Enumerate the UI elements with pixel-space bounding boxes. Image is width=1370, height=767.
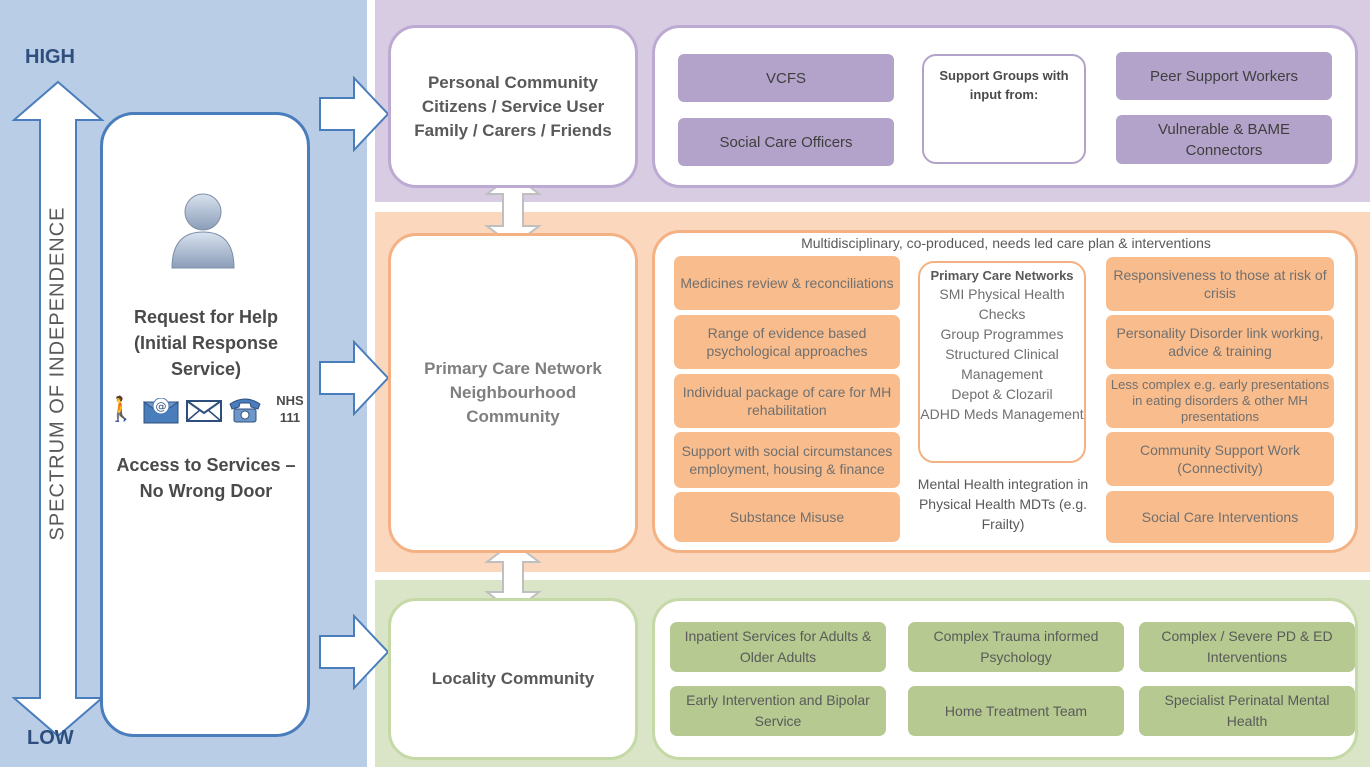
support-groups-text: Support Groups with input from: <box>939 68 1069 102</box>
crisis-responsiveness-box: Responsiveness to those at risk of crisi… <box>1106 257 1334 311</box>
locality-community-card: Locality Community <box>388 598 638 760</box>
spectrum-low-label: LOW <box>27 727 74 749</box>
social-care-officers-box: Social Care Officers <box>678 118 894 166</box>
primary-care-networks-box: Primary Care Networks SMI Physical Healt… <box>918 261 1086 463</box>
arrow-to-primary <box>319 340 390 416</box>
personal-title-line-2: Citizens / Service User <box>421 96 605 116</box>
early-intervention-box: Early Intervention and Bipolar Service <box>670 686 886 736</box>
primary-care-network-card: Primary Care Network Neighbourhood Commu… <box>388 233 638 553</box>
pcn-item: Depot & Clozaril <box>951 386 1053 402</box>
pcn-title: Primary Care Networks <box>930 268 1074 283</box>
personal-community-card: Personal Community Citizens / Service Us… <box>388 25 638 188</box>
inpatient-services-box: Inpatient Services for Adults & Older Ad… <box>670 622 886 672</box>
support-groups-box: Support Groups with input from: <box>922 54 1086 164</box>
mh-integration-text: Mental Health integration in Physical He… <box>917 476 1089 532</box>
nhs-number: 111 <box>279 410 301 425</box>
medicines-review-box: Medicines review & reconciliations <box>674 256 900 310</box>
pcn-item: Group Programmes <box>940 326 1064 342</box>
access-to-services-text: Access to Services – No Wrong Door <box>116 455 296 501</box>
nhs-text: NHS <box>276 393 304 408</box>
telephone-icon <box>229 398 261 423</box>
primary-title-line-2: Neighbourhood <box>449 383 577 402</box>
spectrum-high-label: HIGH <box>25 46 75 68</box>
less-complex-box: Less complex e.g. early presentations in… <box>1106 374 1334 428</box>
psychological-approaches-box: Range of evidence based psychological ap… <box>674 315 900 369</box>
person-icon <box>171 193 235 269</box>
home-treatment-team-box: Home Treatment Team <box>908 686 1124 736</box>
spectrum-axis-label: SPECTRUM OF INDEPENDENCE <box>46 206 69 541</box>
peer-support-workers-box: Peer Support Workers <box>1116 52 1332 100</box>
social-care-interventions-box: Social Care Interventions <box>1106 491 1334 543</box>
arrow-to-locality <box>319 614 390 690</box>
email-at-icon: @ <box>143 398 179 424</box>
walking-person-icon: 🚶 <box>106 396 136 423</box>
nhs-111-label: NHS 111 <box>270 392 310 426</box>
pcn-item: Structured Clinical Management <box>945 346 1059 382</box>
pcn-item: SMI Physical Health Checks <box>939 286 1065 322</box>
personal-title-line-3: Family / Carers / Friends <box>414 120 612 140</box>
vulnerable-bame-connectors-box: Vulnerable & BAME Connectors <box>1116 115 1332 164</box>
spectrum-double-arrow <box>11 80 105 738</box>
community-support-work-box: Community Support Work (Connectivity) <box>1106 432 1334 486</box>
complex-trauma-box: Complex Trauma informed Psychology <box>908 622 1124 672</box>
social-circumstances-box: Support with social circumstances employ… <box>674 432 900 488</box>
primary-title-line-1: Primary Care Network <box>424 359 602 378</box>
mh-rehabilitation-box: Individual package of care for MH rehabi… <box>674 374 900 428</box>
substance-misuse-box: Substance Misuse <box>674 492 900 542</box>
personal-title-line-1: Personal Community <box>427 72 599 92</box>
primary-header-text: Multidisciplinary, co-produced, needs le… <box>801 235 1211 251</box>
complex-pd-ed-box: Complex / Severe PD & ED Interventions <box>1139 622 1355 672</box>
svg-text:@: @ <box>156 400 167 413</box>
perinatal-mental-health-box: Specialist Perinatal Mental Health <box>1139 686 1355 736</box>
primary-title-line-3: Community <box>466 407 560 426</box>
envelope-icon <box>186 400 222 422</box>
pcn-item: ADHD Meds Management <box>920 406 1084 422</box>
vcfs-box: VCFS <box>678 54 894 102</box>
request-title: Request for Help (Initial Response Servi… <box>133 307 279 379</box>
arrow-to-personal <box>319 76 390 152</box>
personality-disorder-box: Personality Disorder link working, advic… <box>1106 315 1334 369</box>
